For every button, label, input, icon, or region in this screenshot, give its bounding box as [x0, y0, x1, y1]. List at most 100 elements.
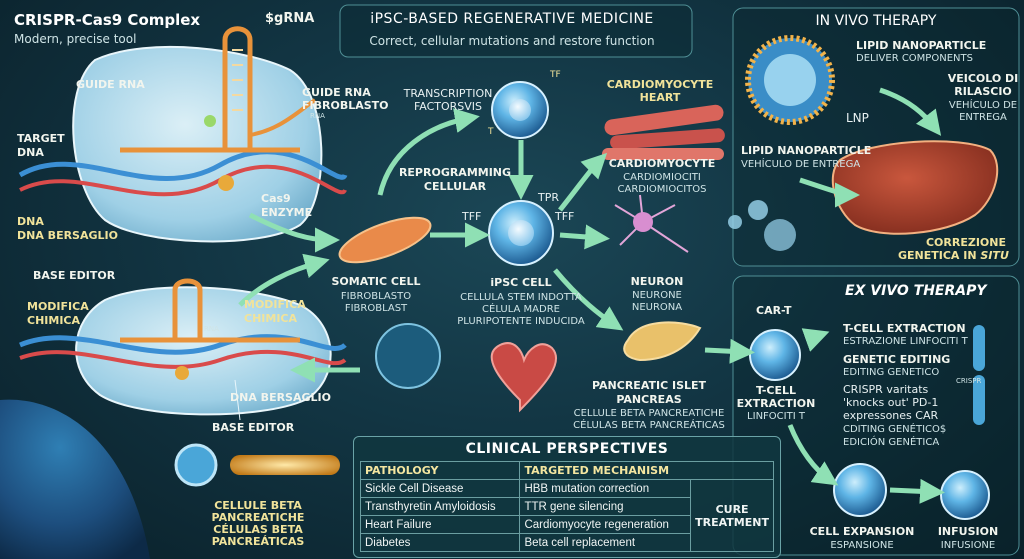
transcription-line2: FACTORSVIS: [413, 100, 483, 113]
tf-tag: TF: [550, 70, 561, 80]
cas9-label-line1: Cas9: [261, 192, 291, 205]
cardiomyocyte-heart-line1: CARDIOMYOCYTE: [606, 78, 714, 91]
pancreatic-islet-line1: PANCREATIC ISLET: [591, 379, 707, 392]
ipsc-cell-line3: CÉLULA MADRE: [482, 304, 560, 315]
table-row: Transthyretin Amyloidosis TTR gene silen…: [359, 497, 774, 516]
table-row: Heart Failure Cardiomyocyte regeneration: [359, 515, 774, 534]
cardiomyocyte-line3: CARDIOMIOCITOS: [617, 184, 707, 195]
neuron-line3: NEURONA: [631, 302, 683, 313]
crispr-note-line1: CRISPR varitats: [843, 383, 929, 396]
reprogramming-line1: REPROGRAMMING: [398, 166, 512, 179]
cure-line2: TREATMENT: [695, 515, 769, 529]
veicolo-line1: VEICOLO DI: [947, 72, 1019, 85]
infusion-cell-icon: [940, 470, 990, 520]
infusion-line1: INFUSION: [937, 525, 999, 538]
t-tag: T: [488, 127, 494, 137]
infusion-line2: INFUSIONE: [940, 540, 996, 551]
tcell-extraction-line1: T-CELL EXTRACTION: [843, 322, 966, 335]
cells-beta-line2: PANCREATICHE: [211, 511, 305, 524]
tff-left: TFF: [462, 210, 482, 223]
base-editor-label: BASE EDITOR: [212, 421, 295, 434]
target-dna-line1: TARGET: [17, 132, 65, 145]
dna-label-line1: DNA: [17, 215, 44, 228]
somatic-cell-icon: [338, 216, 432, 264]
reprogramming-line2: CELLULAR: [423, 180, 487, 193]
ipsc-cell-line1: iPSC CELL: [490, 276, 552, 289]
cell-planet: [0, 399, 150, 559]
somatic-cell-line3: FIBROBLAST: [344, 303, 408, 314]
base-editor-title: BASE EDITOR: [33, 269, 116, 282]
neuron-body: [633, 212, 653, 232]
pathology-cell: Transthyretin Amyloidosis: [359, 497, 521, 516]
crispr-note-line3: expressones CAR: [843, 409, 939, 422]
tpr-tag: TPR: [538, 191, 559, 204]
expansion-line1: CELL EXPANSION: [809, 525, 915, 538]
modifica-left-line2: CHIMICA: [27, 314, 80, 327]
mechanism-cell: TTR gene silencing: [519, 497, 692, 516]
clinical-title: CLINICAL PERSPECTIVES: [465, 441, 669, 457]
somatic-cell-line1: SOMATIC CELL: [331, 275, 421, 288]
pancreatic-islet-line4: CÉLULAS BETA PANCREÁTICAS: [573, 420, 725, 431]
expansion-cells-icon: [833, 463, 887, 517]
correction-italic: SITU: [980, 249, 1009, 262]
cart-label: CAR-T: [756, 304, 792, 317]
lnp-line2: DELIVER COMPONENTS: [856, 53, 973, 64]
crispr-note-line2: 'knocks out' PD-1: [843, 396, 939, 409]
guide-rna-label: GUIDE RNA: [76, 78, 145, 91]
dna-bubble-icon: [375, 323, 441, 389]
crispr-note-line4: CDITING GENÉTICO$: [843, 424, 947, 435]
table-row: Diabetes Beta cell replacement: [359, 533, 774, 552]
expansion-line2: ESPANSIONE: [830, 540, 894, 551]
crispr-note-line5: EDICIÓN GENÉTICA: [843, 437, 940, 448]
genetic-editing-line1: GENETIC EDITING: [843, 353, 951, 366]
table-row: Sickle Cell Disease HBB mutation correct…: [359, 479, 774, 552]
clinical-perspectives-panel: CLINICAL PERSPECTIVES PATHOLOGY TARGETED…: [353, 436, 781, 558]
rna-tag: RNA: [310, 112, 325, 120]
ipsc-cell-line4: PLURIPOTENTE INDUCIDA: [457, 316, 585, 327]
pathology-cell: Heart Failure: [359, 515, 521, 534]
tff-right: TFF: [555, 210, 575, 223]
cardiomyocyte-heart-line2: HEART: [639, 91, 681, 104]
neuron-line2: NEURONE: [632, 290, 682, 301]
cells-beta-line1: CELLULE BETA: [214, 499, 302, 512]
somatic-cell-line2: FIBROBLASTO: [340, 291, 412, 302]
col-pathology: PATHOLOGY: [359, 461, 521, 480]
dna-bersaglio-label: DNA BERSAGLIO: [230, 391, 331, 404]
clinical-table: PATHOLOGY TARGETED MECHANISM Sickle Cell…: [359, 461, 774, 552]
heart-icon: [490, 342, 558, 413]
pancreas-icon: [623, 321, 702, 362]
tcell-extraction-line2: ESTRAZIONE LINFOCITI T: [843, 336, 968, 347]
transcription-line1: TRANSCRIPTION: [403, 87, 493, 100]
tcell-line1: T-CELL: [755, 384, 797, 397]
cardiomyocyte-icon: [602, 104, 725, 160]
ex-vivo-title: EX VIVO THERAPY: [845, 283, 987, 299]
base-editor-rna-tag: RNA: [204, 325, 219, 333]
sgrna-label: $gRNA: [265, 11, 315, 26]
cart-cell-icon: [749, 329, 801, 381]
cells-beta-line4: PANCREÁTICAS: [211, 535, 305, 548]
bubble: [748, 200, 768, 220]
neuron-icon: [614, 194, 689, 253]
lnp2-line1: LIPID NANOPARTICLE: [741, 144, 872, 157]
car-receptor-icon: [973, 325, 985, 371]
pathology-cell: Sickle Cell Disease: [359, 479, 521, 498]
modifica-left-line1: MODIFICA: [27, 300, 89, 313]
ipsc-title-panel: [339, 4, 693, 58]
genetic-editing-line2: EDITING GENETICO: [843, 367, 940, 378]
pancreatic-islet-line2: PANCREAS: [616, 393, 682, 406]
dna-label-line2: DNA BERSAGLIO: [17, 229, 118, 242]
neuron-line1: NEURON: [630, 275, 684, 288]
base-editor-illustration: [19, 278, 347, 421]
guide-rna-fibroblast-line1: GUIDE RNA: [302, 86, 371, 99]
cardiomyocyte-line2: CARDIOMIOCITI: [623, 172, 701, 183]
bubble: [728, 215, 742, 229]
modifica-right-line1: MODIFICA: [244, 298, 306, 311]
target-dna-line2: DNA: [17, 146, 44, 159]
lnp-line1: LIPID NANOPARTICLE: [856, 39, 987, 52]
crispr-complex-illustration: [18, 26, 348, 243]
cas9-label-line2: ENZYME: [261, 206, 313, 219]
tcell-line2: EXTRACTION: [736, 397, 816, 410]
